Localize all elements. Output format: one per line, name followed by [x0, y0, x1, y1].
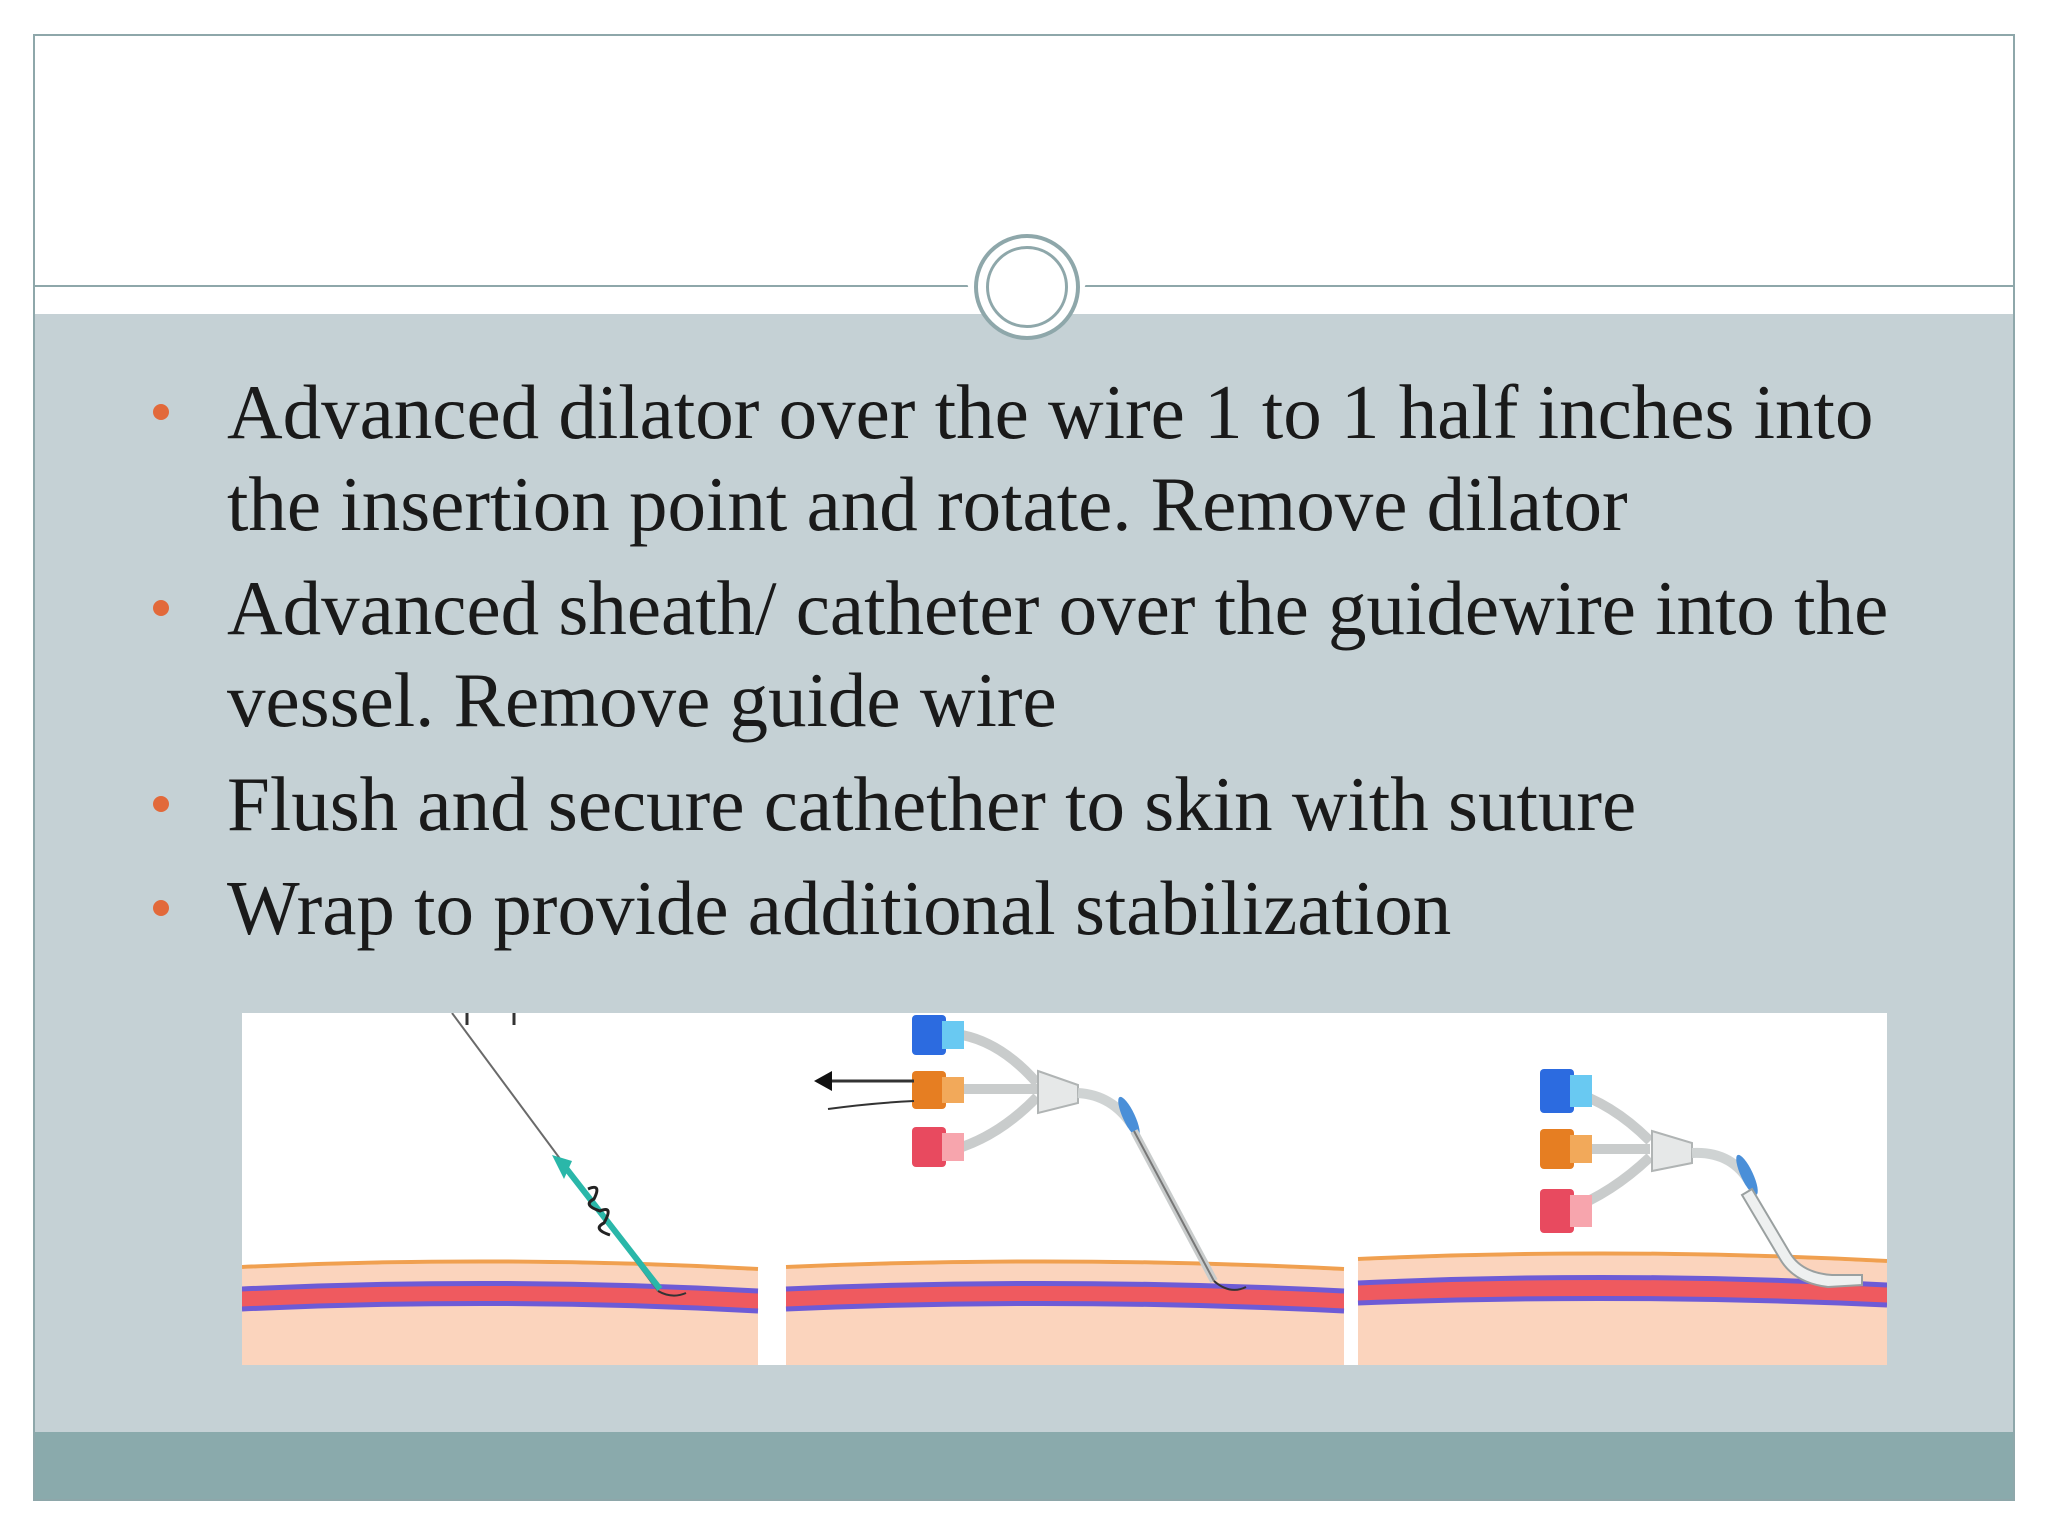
circle-ornament-icon	[974, 234, 1080, 340]
bullet-text: Advanced sheath/ catheter over the guide…	[227, 565, 1889, 743]
circle-ornament-inner-ring	[986, 246, 1068, 328]
slide: Advanced dilator over the wire 1 to 1 ha…	[33, 34, 2015, 1501]
panel-dilator-over-guidewire	[242, 1013, 759, 1365]
bullet-dot-icon	[153, 900, 169, 916]
bullet-dot-icon	[153, 600, 169, 616]
bullet-item: Flush and secure cathether to skin with …	[117, 758, 1977, 850]
bullet-text: Advanced dilator over the wire 1 to 1 ha…	[227, 369, 1874, 547]
bullet-dot-icon	[153, 796, 169, 812]
bullet-text: Flush and secure cathether to skin with …	[227, 761, 1637, 847]
panel-catheter-in-vessel	[1357, 1013, 1887, 1365]
catheter-insertion-illustration	[242, 1013, 1887, 1365]
bullet-item: Wrap to provide additional stabilization	[117, 862, 1977, 954]
panel-catheter-guidewire-removal	[785, 1013, 1345, 1365]
bullet-item: Advanced dilator over the wire 1 to 1 ha…	[117, 366, 1977, 550]
bullet-dot-icon	[153, 404, 169, 420]
bullet-list: Advanced dilator over the wire 1 to 1 ha…	[117, 366, 1977, 966]
bullet-item: Advanced sheath/ catheter over the guide…	[117, 562, 1977, 746]
bullet-text: Wrap to provide additional stabilization	[227, 865, 1452, 951]
footer-bar	[35, 1432, 2013, 1499]
